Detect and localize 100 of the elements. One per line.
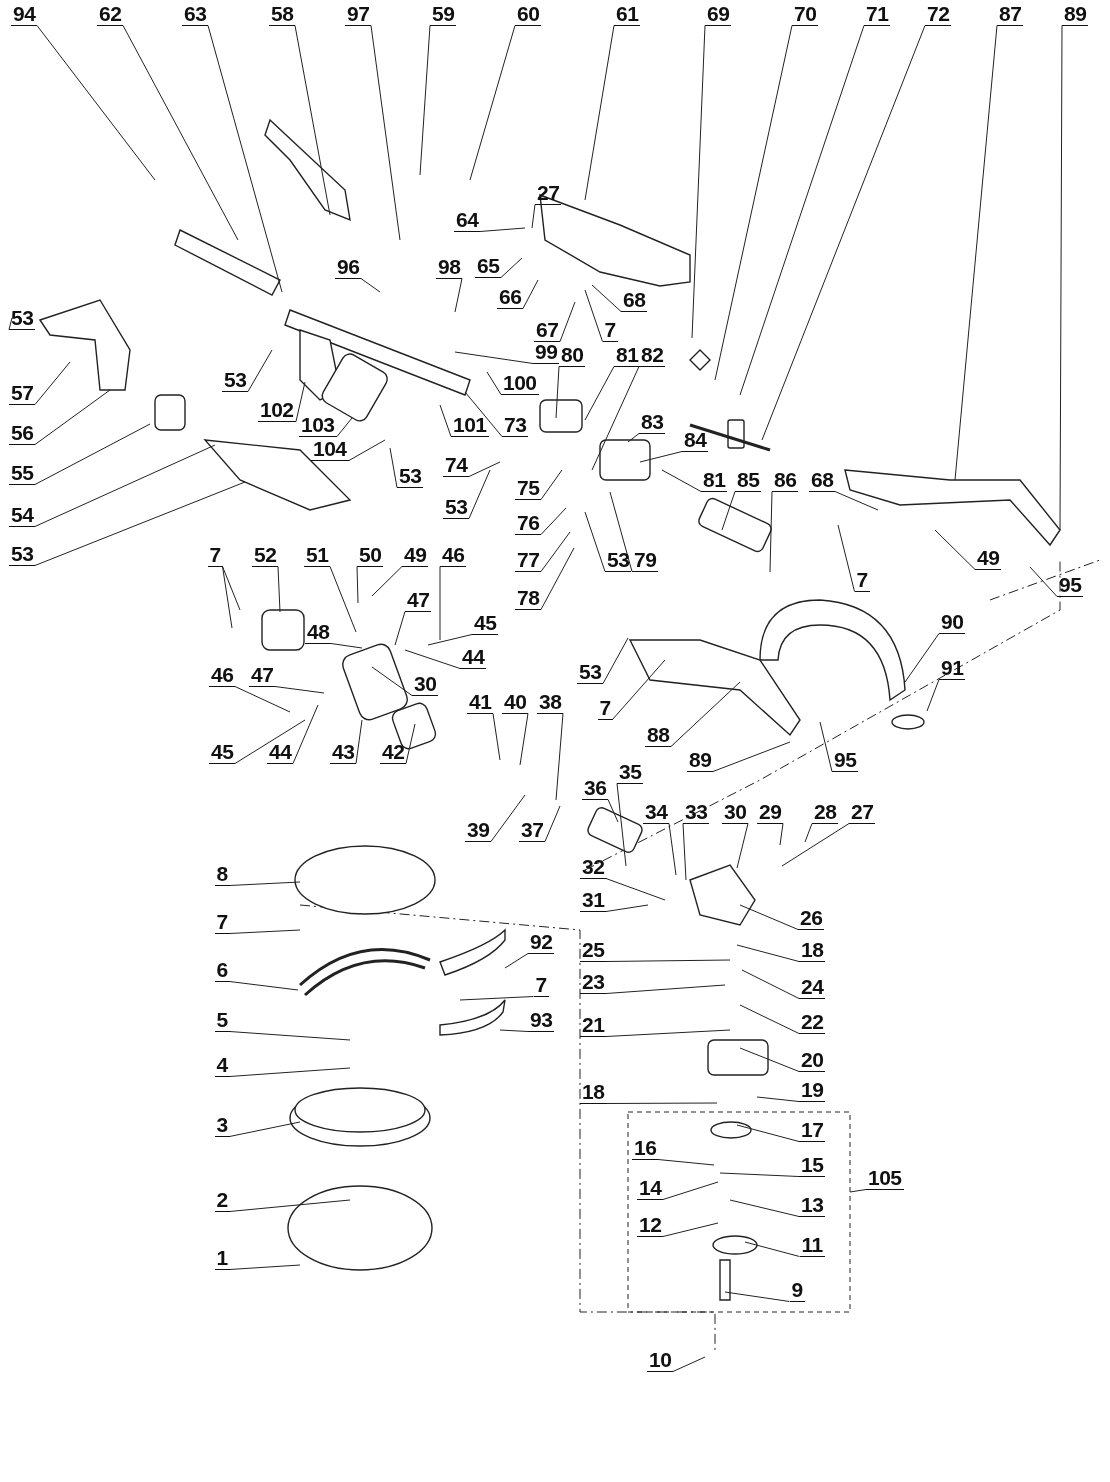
leader-line [522, 279, 539, 309]
callout-number: 53 [443, 496, 470, 519]
callout-number: 91 [939, 657, 966, 680]
leader-line [540, 547, 575, 610]
callout-number: 14 [637, 1177, 664, 1200]
leader-line [519, 713, 529, 766]
callout-number: 15 [799, 1154, 826, 1177]
leader-line [721, 491, 736, 531]
leader-line [122, 25, 239, 241]
leader-line [504, 953, 529, 969]
callout-number: 86 [772, 469, 799, 492]
leader-line [555, 713, 564, 801]
leader-line [616, 783, 627, 867]
callout-number: 69 [705, 3, 732, 26]
leader-line [394, 611, 406, 646]
leader-line [691, 25, 706, 339]
leader-line [439, 404, 452, 437]
callout-number: 76 [515, 512, 542, 535]
callout-number: 12 [637, 1214, 664, 1237]
leader-line [584, 289, 603, 342]
leader-line [8, 317, 13, 330]
leader-line [229, 1264, 301, 1270]
callout-number: 32 [580, 856, 607, 879]
leader-line [605, 984, 726, 994]
leader-line [540, 531, 571, 572]
callout-number: 89 [687, 749, 714, 772]
leader-line [591, 284, 622, 312]
callout-number: 25 [580, 939, 607, 962]
callout-number: 47 [405, 589, 432, 612]
callout-number: 47 [249, 664, 276, 687]
callout-number: 40 [502, 691, 529, 714]
callout-number: 44 [460, 646, 487, 669]
callout-number: 53 [577, 661, 604, 684]
callout-number: 21 [580, 1014, 607, 1037]
leader-line [486, 371, 502, 395]
callout-number: 4 [214, 1054, 230, 1077]
leader-line [360, 278, 381, 293]
callout-number: 44 [267, 741, 294, 764]
leader-line [712, 741, 791, 772]
callout-number: 98 [436, 256, 463, 279]
callout-number: 74 [443, 454, 470, 477]
leader-line [605, 1029, 731, 1037]
leader-line [769, 491, 773, 573]
callout-number: 7 [207, 544, 223, 567]
callout-number: 101 [451, 414, 489, 437]
callout-number: 56 [9, 422, 36, 445]
leader-line [662, 1181, 719, 1200]
callout-number: 89 [1062, 3, 1089, 26]
leader-line [670, 681, 741, 747]
leader-line [934, 529, 976, 570]
callout-number: 73 [502, 414, 529, 437]
callout-number: 7 [533, 974, 549, 997]
callout-number: 53 [9, 543, 36, 566]
leader-line [761, 25, 926, 441]
callout-number: 68 [621, 289, 648, 312]
leader-line [234, 686, 291, 713]
callout-number: 60 [515, 3, 542, 26]
leader-line [781, 823, 850, 867]
leader-line [591, 366, 640, 471]
callout-number: 75 [515, 477, 542, 500]
leader-line [370, 25, 401, 241]
callout-number: 36 [582, 777, 609, 800]
callout-number: 45 [472, 612, 499, 635]
callout-number: 46 [440, 544, 467, 567]
leader-line [605, 959, 731, 962]
leader-line [605, 1102, 718, 1104]
callout-number: 77 [515, 549, 542, 572]
callout-number: 81 [614, 344, 641, 367]
callout-number: 34 [643, 801, 670, 824]
callout-number: 18 [799, 939, 826, 962]
leader-line [490, 794, 526, 842]
leader-line [229, 881, 301, 886]
leader-line [34, 389, 111, 445]
callout-number: 57 [9, 382, 36, 405]
callout-number: 79 [632, 549, 659, 572]
callout-number: 71 [864, 3, 891, 26]
leader-line [668, 823, 677, 876]
callout-number: 83 [639, 411, 666, 434]
leader-line [540, 469, 563, 500]
leader-line [419, 25, 431, 176]
callout-number: 22 [799, 1011, 826, 1034]
leader-line [229, 1031, 351, 1041]
callout-number: 82 [639, 344, 666, 367]
callout-number: 96 [335, 256, 362, 279]
leader-line [207, 25, 283, 293]
callout-number: 52 [252, 544, 279, 567]
leader-line [36, 25, 156, 181]
leader-line [661, 469, 702, 492]
callout-number: 20 [799, 1049, 826, 1072]
callout-number: 70 [792, 3, 819, 26]
callout-number: 30 [412, 673, 439, 696]
callout-number: 46 [209, 664, 236, 687]
callout-number: 53 [9, 307, 36, 330]
leader-line [468, 461, 501, 477]
callout-number: 61 [614, 3, 641, 26]
leader-line [639, 451, 683, 463]
leader-line [729, 1199, 800, 1217]
leader-line [584, 25, 615, 201]
leader-line [682, 823, 687, 881]
leader-line [329, 566, 357, 633]
